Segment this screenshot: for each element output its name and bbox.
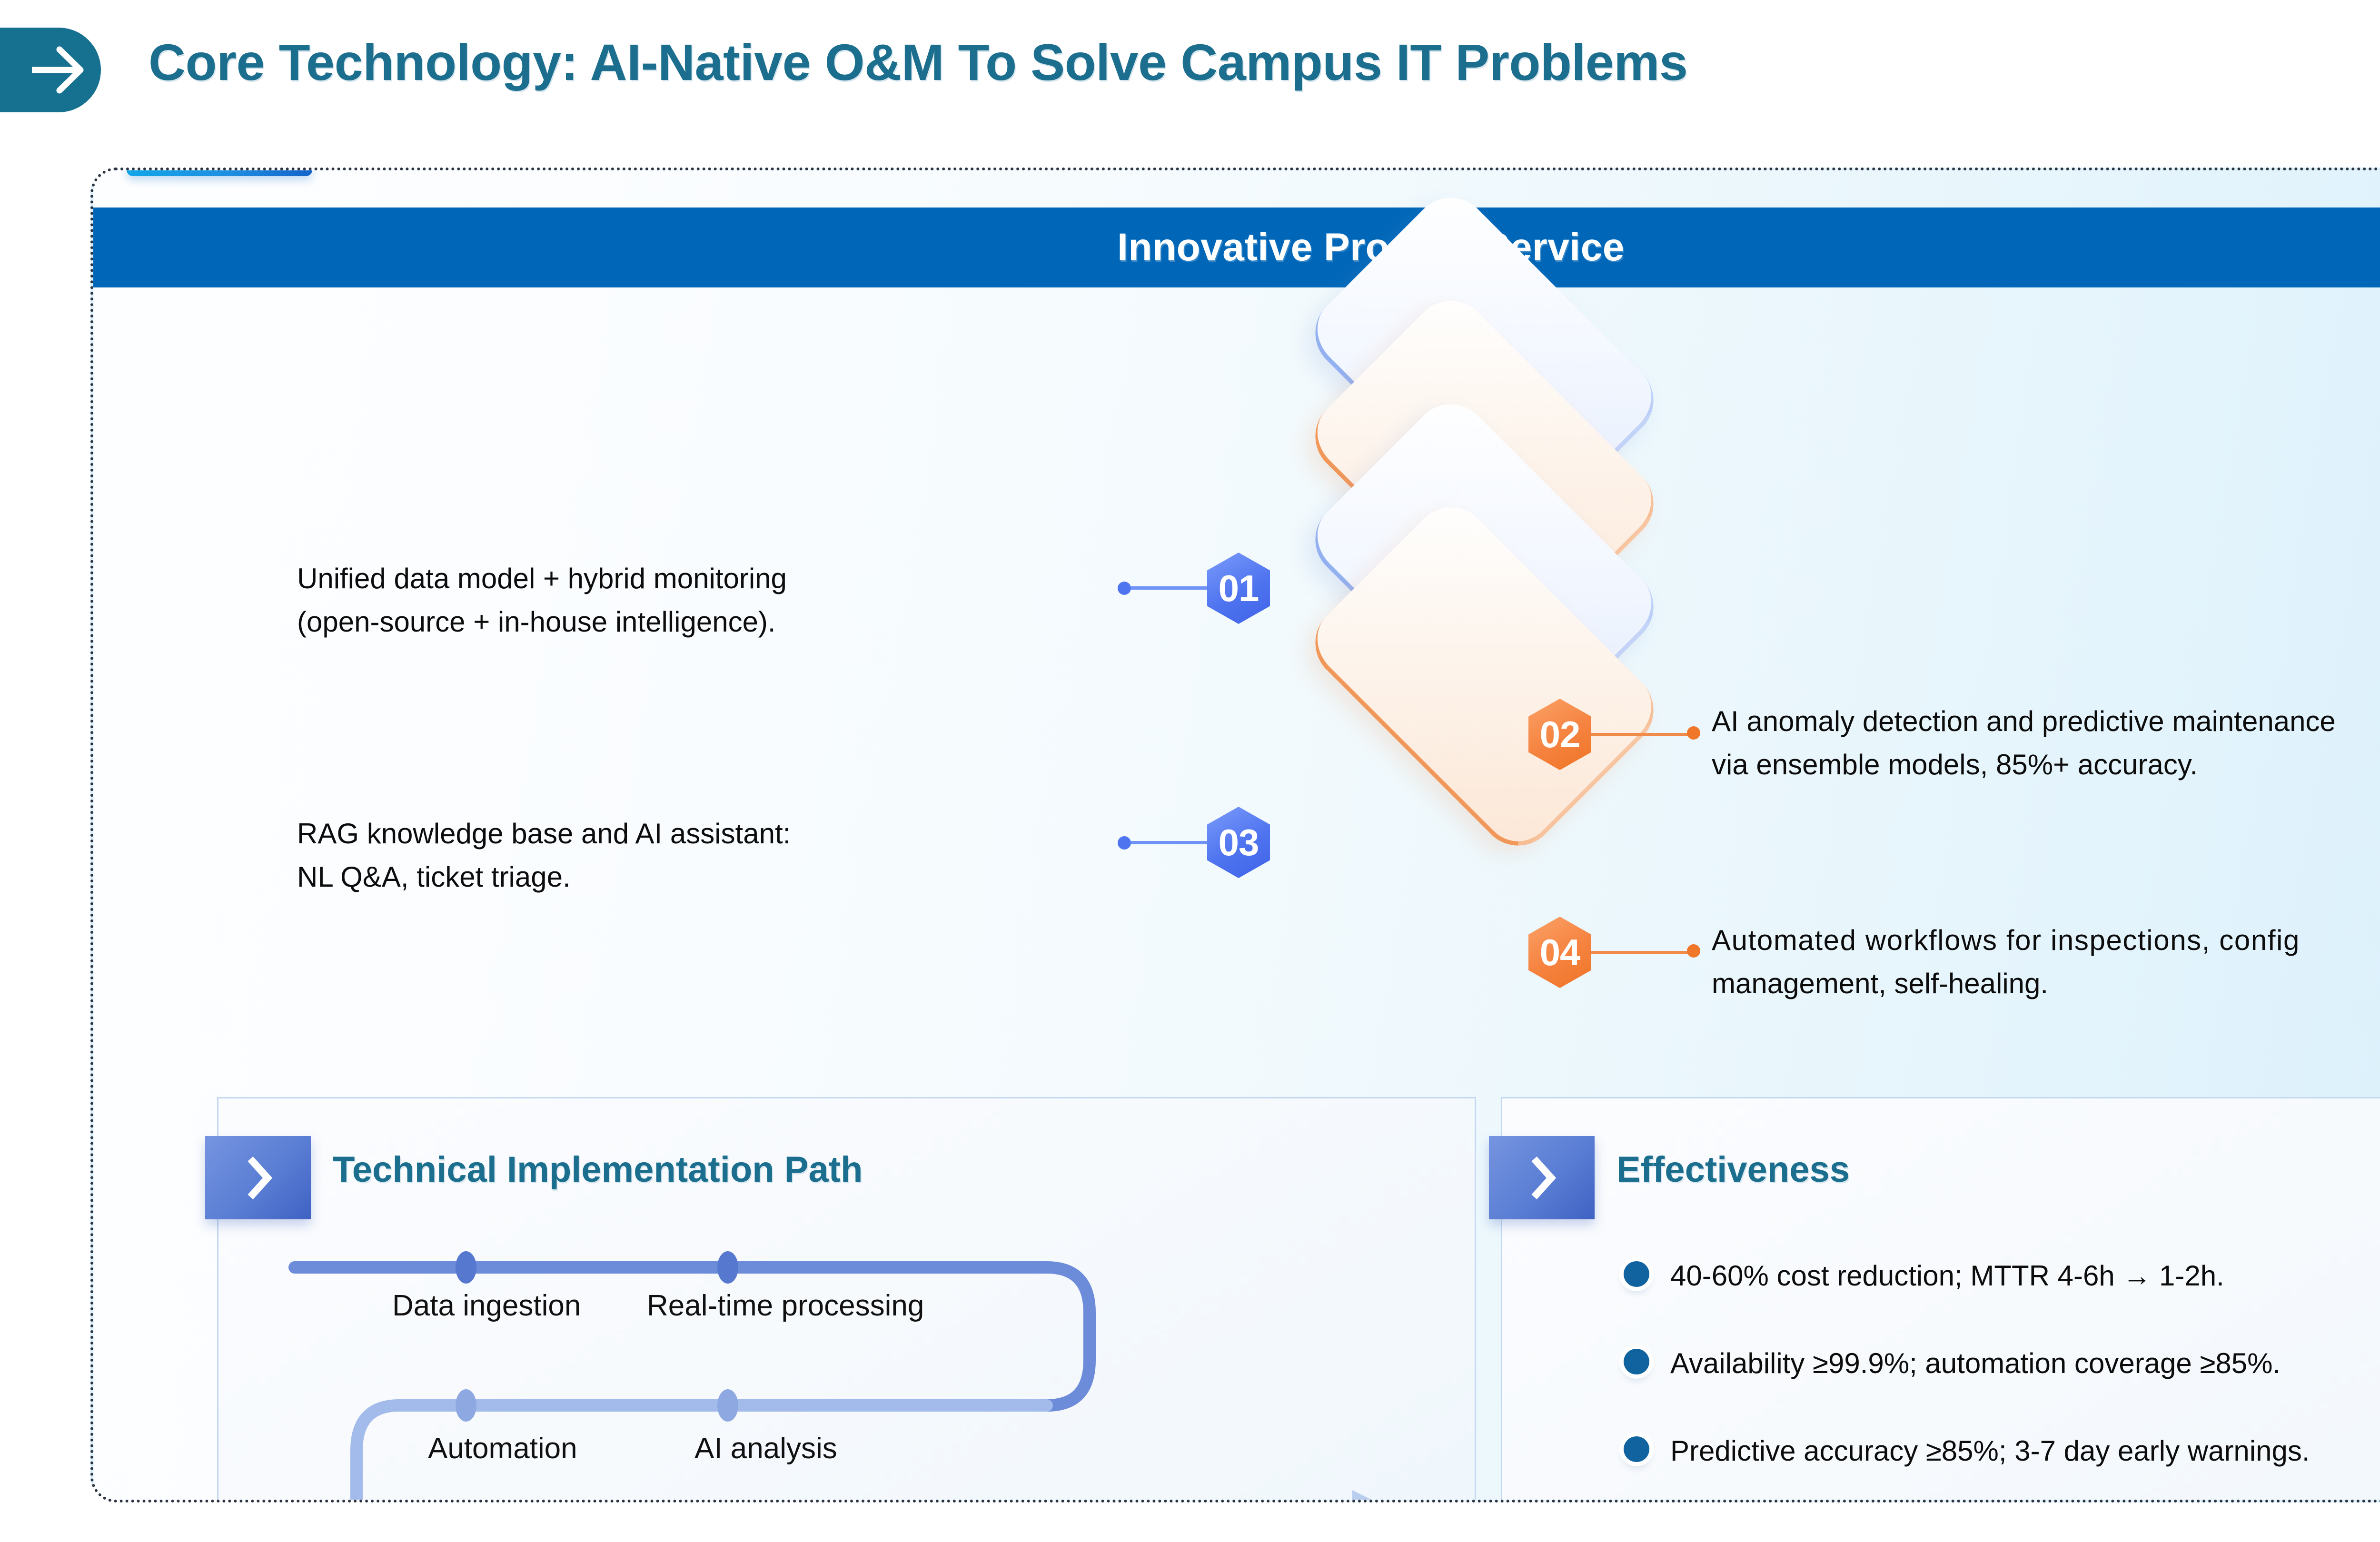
feature-text-03-line-1: RAG knowledge base and AI assistant:: [297, 818, 791, 850]
panel-right-chevron-badge: [1489, 1136, 1595, 1219]
path-step-label-real-time-processing: Real-time processing: [647, 1289, 924, 1322]
step-number-label-02: 02: [1539, 713, 1581, 755]
panel-technical-implementation-path: Technical Implementation Path: [205, 1097, 1476, 1500]
path-step-label-data-ingestion: Data ingestion: [392, 1289, 581, 1322]
step-number-badge-01[interactable]: 01: [1207, 553, 1270, 624]
panel-left-title: Technical Implementation Path: [333, 1149, 863, 1190]
feature-text-03: RAG knowledge base and AI assistant: NL …: [297, 812, 1125, 899]
step-number-badge-04[interactable]: 04: [1528, 917, 1591, 988]
bullet-dot-icon: [1624, 1261, 1649, 1287]
feature-text-01-line-1: Unified data model + hybrid monitoring: [297, 563, 787, 594]
chevron-right-icon: [242, 1155, 274, 1201]
connector-line-04: [1588, 951, 1695, 954]
content-card: Innovative Product/Service 01 02 03 04 U…: [90, 168, 2380, 1502]
connector-dot-02: [1687, 726, 1700, 740]
accent-bar: [127, 170, 312, 176]
panel-effectiveness: Effectiveness 40-60% cost reduction; MTT…: [1489, 1097, 2380, 1500]
implementation-path-diagram: Data ingestion Real-time processing Auto…: [238, 1241, 1456, 1500]
bullet-dot-icon: [1624, 1436, 1649, 1462]
effectiveness-bullet-text-3: Predictive accuracy ≥85%; 3-7 day early …: [1670, 1435, 2310, 1467]
feature-text-02-line-1: AI anomaly detection and predictive main…: [1712, 705, 2336, 737]
feature-text-04-line-1: Automated workflows for inspections, con…: [1712, 924, 2301, 956]
effectiveness-bullet-text-2: Availability ≥99.9%; automation coverage…: [1670, 1347, 2281, 1379]
list-item: 40-60% cost reduction; MTTR 4-6h → 1-2h.: [1624, 1260, 2380, 1292]
step-number-label-03: 03: [1218, 821, 1259, 863]
step-number-label-01: 01: [1218, 567, 1259, 609]
feature-text-02-line-2: via ensemble models, 85%+ accuracy.: [1712, 749, 2198, 781]
path-step-label-automation: Automation: [428, 1432, 577, 1465]
step-number-label-04: 04: [1539, 931, 1581, 973]
connector-dot-03: [1118, 836, 1131, 850]
feature-text-04: Automated workflows for inspections, con…: [1712, 919, 2380, 1005]
step-number-badge-02[interactable]: 02: [1528, 699, 1591, 770]
feature-text-01-line-2: (open-source + in-house intelligence).: [297, 606, 776, 638]
chevron-right-icon: [1526, 1155, 1558, 1201]
title-badge: [0, 28, 101, 112]
feature-text-04-line-2: management, self-healing.: [1712, 968, 2049, 1000]
connector-line-03: [1131, 841, 1210, 844]
feature-text-02: AI anomaly detection and predictive main…: [1712, 700, 2380, 786]
list-item: Availability ≥99.9%; automation coverage…: [1624, 1348, 2380, 1379]
feature-text-01: Unified data model + hybrid monitoring (…: [297, 557, 1125, 643]
feature-text-03-line-2: NL Q&A, ticket triage.: [297, 861, 571, 893]
path-step-label-ai-analysis: AI analysis: [694, 1432, 837, 1465]
panel-right-title: Effectiveness: [1616, 1149, 1850, 1190]
effectiveness-bullet-list: 40-60% cost reduction; MTTR 4-6h → 1-2h.…: [1624, 1260, 2380, 1500]
step-number-badge-03[interactable]: 03: [1207, 807, 1270, 878]
effectiveness-bullet-text-1: 40-60% cost reduction; MTTR 4-6h → 1-2h.: [1670, 1260, 2224, 1292]
connector-line-02: [1588, 733, 1695, 736]
connector-dot-04: [1687, 944, 1700, 958]
page-title: Core Technology: AI-Native O&M To Solve …: [149, 33, 1688, 91]
connector-dot-01: [1118, 582, 1131, 595]
diamond-stack: [1240, 182, 1725, 927]
list-item: Predictive accuracy ≥85%; 3-7 day early …: [1624, 1435, 2380, 1467]
connector-line-01: [1131, 586, 1210, 590]
slide-title-row: Core Technology: AI-Native O&M To Solve …: [0, 28, 2380, 123]
panel-left-chevron-badge: [205, 1136, 311, 1219]
section-header: Innovative Product/Service: [93, 208, 2380, 287]
arrow-right-icon: [14, 44, 87, 96]
bullet-dot-icon: [1624, 1349, 1649, 1374]
